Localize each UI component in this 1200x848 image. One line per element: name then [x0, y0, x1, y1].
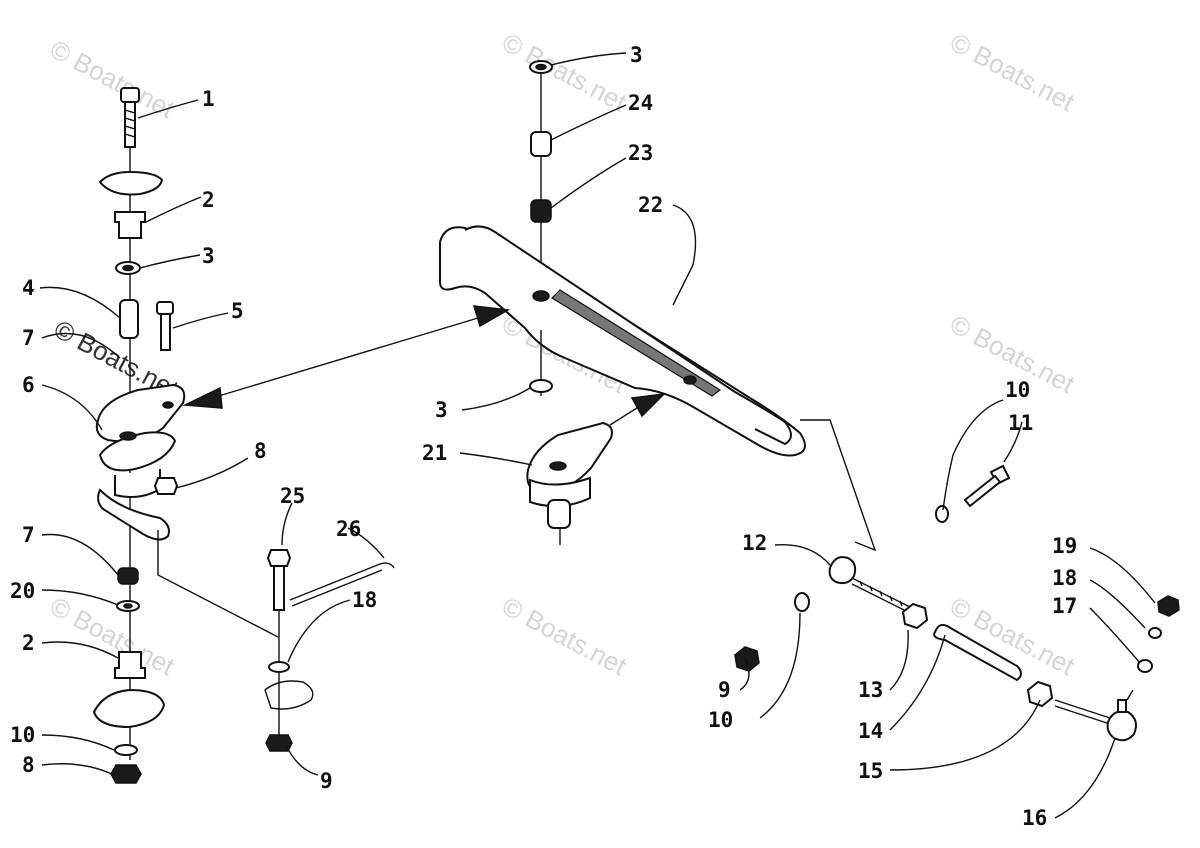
callout-label: 10: [1005, 378, 1030, 402]
callout-label: 24: [628, 91, 653, 115]
callout-label: 7: [22, 523, 35, 547]
callout-label: 10: [10, 723, 35, 747]
watermark: © Boats.net: [497, 27, 632, 118]
callout-label: 9: [320, 769, 333, 793]
callout-label: 19: [1052, 534, 1077, 558]
bolt-part: [120, 87, 140, 103]
callout-label: 7: [22, 326, 35, 350]
callout-label: 14: [858, 719, 883, 743]
bushing-part: [114, 211, 146, 239]
callout-label: 4: [22, 276, 35, 300]
left-mount-assembly: [92, 87, 279, 784]
tie-rod-assembly: [734, 464, 1180, 742]
callout-labels: 1 2 3 4 5 7 6 8 7 20 2 10 8 25 26 18 9 3…: [10, 43, 1077, 830]
callout-label: 26: [336, 517, 361, 541]
callout-label: 5: [231, 299, 244, 323]
steering-arm-assembly: [439, 60, 877, 552]
callout-label: 3: [630, 43, 643, 67]
callout-label: 23: [628, 141, 653, 165]
callout-label: 17: [1052, 594, 1077, 618]
watermark: © Boats.net: [45, 591, 180, 682]
callout-label: 12: [742, 531, 767, 555]
watermark: © Boats.net: [945, 27, 1080, 118]
callout-label: 21: [422, 441, 447, 465]
callout-label: 2: [22, 631, 35, 655]
spacer-part: [119, 299, 139, 339]
bolt-shank: [124, 101, 136, 148]
adjuster-sleeve: [933, 623, 1022, 682]
upper-plate: [98, 170, 164, 196]
callout-label: 16: [1022, 806, 1047, 830]
callout-label: 13: [858, 678, 883, 702]
callout-label: 9: [718, 678, 731, 702]
callout-label: 8: [254, 439, 267, 463]
callout-label: 2: [202, 188, 215, 212]
callout-label: 1: [202, 87, 215, 111]
callout-label: 20: [10, 579, 35, 603]
leader-lines: [39, 52, 1156, 819]
callout-label: 15: [858, 759, 883, 783]
callout-label: 6: [22, 373, 35, 397]
callout-label: 10: [708, 708, 733, 732]
watermark: © Boats.net: [497, 591, 632, 682]
callout-label: 22: [638, 193, 663, 217]
link-bolt-assembly: [264, 549, 395, 752]
lower-plate: [92, 688, 166, 729]
callout-label: 3: [202, 244, 215, 268]
callout-label: 3: [435, 398, 448, 422]
callout-label: 8: [22, 753, 35, 777]
engine-mount-bracket: [95, 383, 186, 443]
callout-label: 18: [1052, 566, 1077, 590]
callout-label: 11: [1008, 411, 1033, 435]
callout-label: 18: [352, 588, 377, 612]
assembly-arrows: [182, 305, 667, 426]
callout-label: 25: [280, 484, 305, 508]
